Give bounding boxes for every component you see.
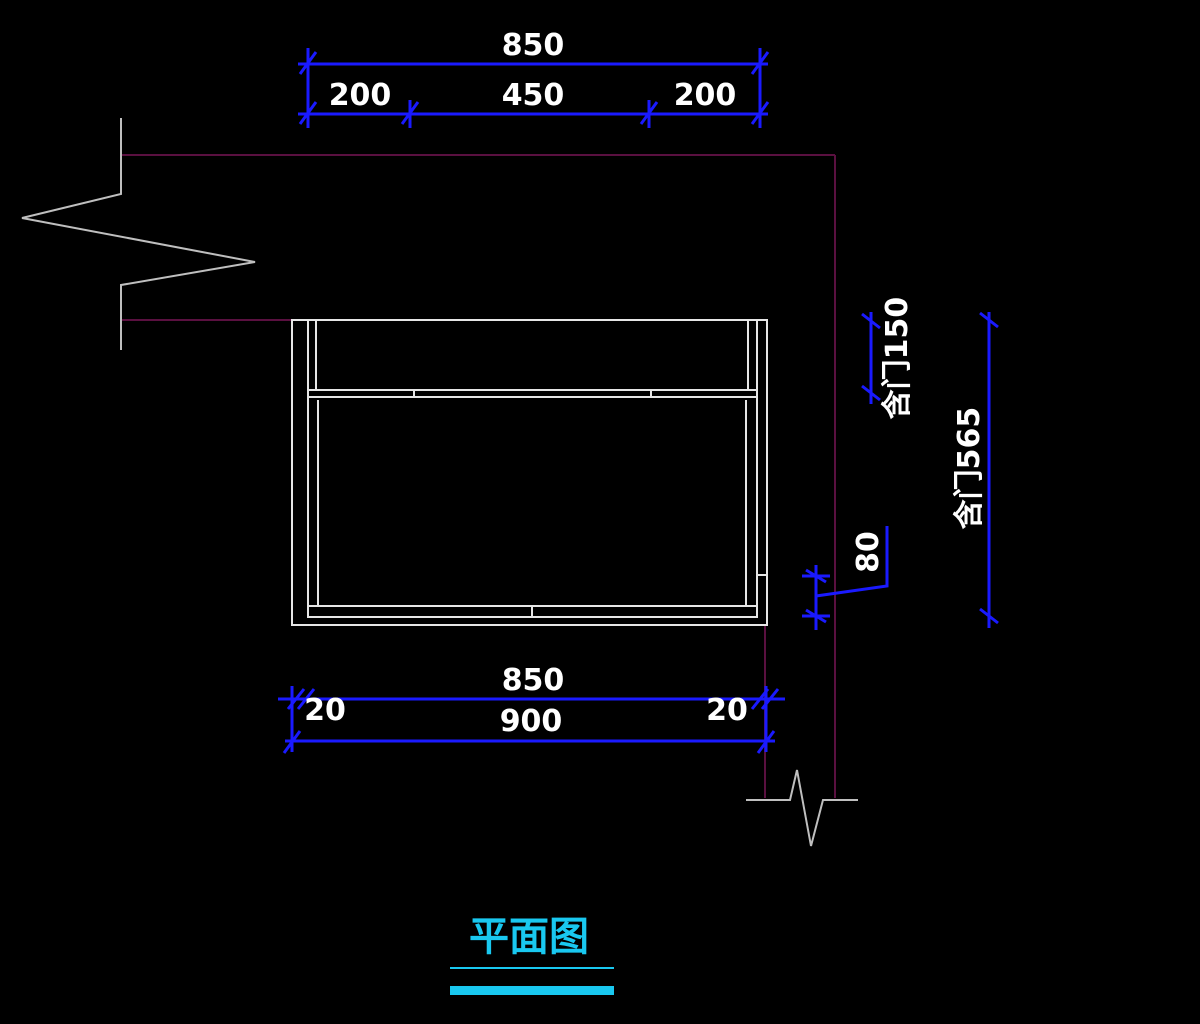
drawing-title: 平面图 — [469, 914, 589, 960]
bottom-right-offset-label: 20 — [706, 693, 748, 728]
bottom-overall-dim-label: 900 — [500, 704, 563, 739]
door-150-label: 含门150 — [880, 297, 915, 420]
cabinet-plan — [291, 319, 768, 626]
cabinet-top-shelf — [307, 389, 758, 398]
bottom-left-offset-label: 20 — [304, 693, 346, 728]
break-lines — [21, 118, 858, 847]
top-middle-dim-label: 450 — [502, 78, 565, 113]
tick — [979, 607, 999, 625]
door-565-label: 含门565 — [952, 407, 987, 530]
gap-dim-label: 80 — [851, 531, 886, 573]
tick — [861, 312, 881, 330]
bottom-inner-dim-label: 850 — [502, 663, 565, 698]
top-right-dim-label: 200 — [674, 78, 737, 113]
top-dimensions — [298, 48, 770, 128]
left-break-line — [21, 118, 256, 350]
bottom-dimensions — [278, 686, 785, 754]
bottom-break-line — [746, 769, 858, 847]
tick — [979, 311, 999, 329]
side-dimensions — [802, 311, 999, 630]
tick — [296, 688, 316, 710]
title-underline-thick — [450, 986, 614, 995]
tick — [861, 384, 881, 402]
top-overall-dim-label: 850 — [502, 28, 565, 63]
top-left-dim-label: 200 — [329, 78, 392, 113]
cabinet-outer — [291, 319, 768, 626]
wall-outline — [121, 154, 836, 798]
gap-leader-line — [815, 526, 889, 598]
